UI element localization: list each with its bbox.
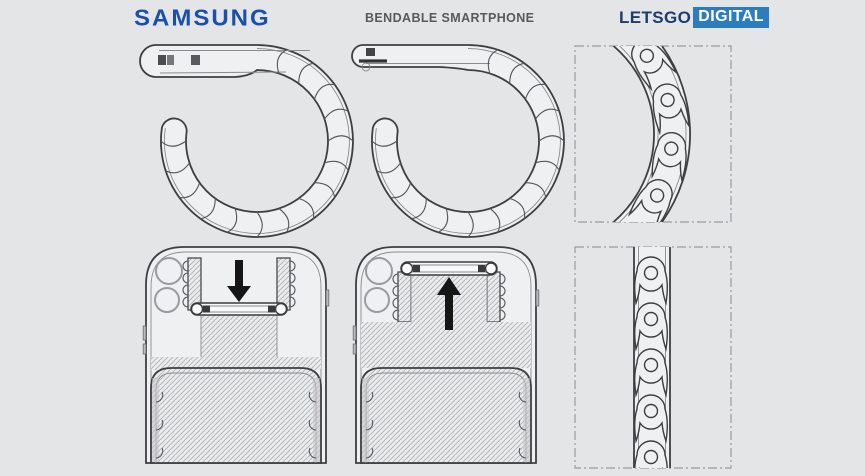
- flexible-display-channel: [201, 315, 277, 360]
- camera-lens: [155, 257, 183, 285]
- guide-rail: [486, 271, 501, 323]
- figure-hinge-detail-curved: [574, 45, 732, 223]
- figure-phone-display-up: [352, 246, 540, 464]
- guide-rail: [187, 257, 202, 311]
- up-arrow: [437, 277, 461, 330]
- display-band: [151, 357, 321, 370]
- camera-lens: [364, 287, 390, 313]
- sensor-module: [191, 55, 200, 65]
- letsgodigital-logo: LETSGO DIGITAL: [619, 7, 769, 28]
- hinge-side-ticks: [365, 391, 527, 459]
- guide-rail: [397, 271, 412, 323]
- camera-lens: [365, 257, 393, 285]
- down-arrow: [227, 260, 251, 302]
- samsung-logo: SAMSUNG: [134, 5, 271, 32]
- rail-scallops: [392, 273, 506, 321]
- digital-badge: DIGITAL: [693, 7, 769, 28]
- rolled-phone-2-outline: [351, 44, 565, 238]
- page-title: BENDABLE SMARTPHONE: [365, 11, 535, 25]
- lens-circle: [361, 62, 371, 72]
- hinge-segment-ticks: [160, 49, 354, 238]
- display-back-panel: [150, 367, 322, 464]
- camera-lens: [154, 287, 180, 313]
- hinge-side-ticks: [155, 391, 317, 459]
- side-button: [142, 343, 147, 355]
- hinge-side-band: [523, 378, 530, 462]
- figure-hinge-detail-straight: [574, 246, 732, 469]
- guide-rail: [276, 257, 291, 311]
- rail-scallops: [182, 260, 296, 308]
- side-button: [352, 343, 357, 355]
- camera-bump: [366, 48, 375, 56]
- hinge-side-band: [313, 378, 320, 462]
- side-button: [352, 325, 357, 341]
- hinge-segment-ticks: [371, 49, 565, 238]
- display-back-panel: [360, 367, 532, 464]
- letsgo-text: LETSGO: [619, 7, 692, 27]
- side-button: [325, 289, 330, 307]
- side-button: [142, 325, 147, 341]
- camera-module: [158, 55, 166, 65]
- figure-rolled-phone-2: [351, 44, 565, 238]
- side-button: [535, 289, 540, 307]
- figure-rolled-phone-1: [139, 44, 354, 238]
- hinge-side-band: [362, 378, 369, 462]
- hinge-side-band: [152, 378, 159, 462]
- slider-bar: [400, 261, 498, 276]
- figure-phone-display-down: [142, 246, 330, 464]
- slider-bar: [190, 302, 288, 316]
- camera-module-2: [167, 55, 174, 65]
